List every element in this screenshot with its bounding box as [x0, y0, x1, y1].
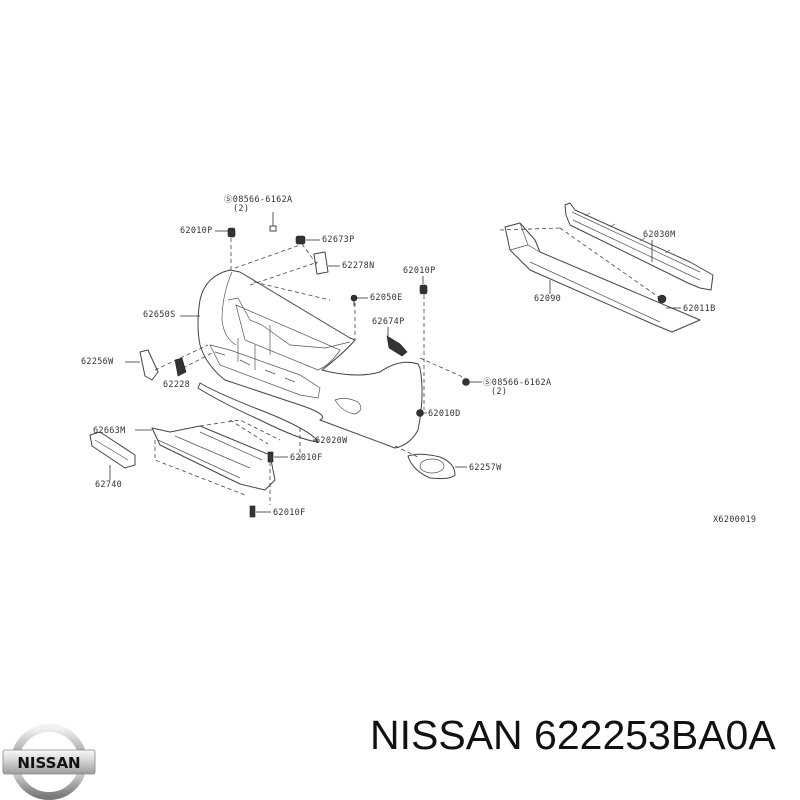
- callout-62673P: 62673P: [322, 235, 355, 245]
- callout-62010D: 62010D: [428, 409, 461, 419]
- clip-62010P-right: [419, 284, 428, 295]
- diagram-code: X6200019: [713, 515, 756, 525]
- bolt-62010D: [416, 409, 424, 417]
- screw-08566-top: [269, 212, 277, 232]
- callout-qty-right: (2): [491, 387, 507, 397]
- lower-undercover: [151, 419, 281, 496]
- callout-62278N: 62278N: [342, 261, 375, 271]
- callout-62030M: 62030M: [643, 230, 676, 240]
- bolt-62050E: [350, 294, 358, 306]
- callout-62020W: 62020W: [315, 436, 348, 446]
- bolt-62010F-lower: [249, 505, 256, 518]
- callout-62228: 62228: [163, 380, 190, 390]
- callout-62257W: 62257W: [469, 463, 502, 473]
- callout-62011B: 62011B: [683, 304, 716, 314]
- callout-62010F-lower: 62010F: [273, 508, 306, 518]
- callout-62010P-right: 62010P: [403, 266, 436, 276]
- logo-bar: [2, 749, 96, 775]
- callout-62650S: 62650S: [143, 310, 176, 320]
- brackets: [139, 251, 408, 381]
- fasteners: [227, 212, 667, 518]
- callout-08566-6162A-top: Ⓢ08566-6162A: [224, 195, 292, 205]
- part-number-caption: NISSAN 622253BA0A: [370, 712, 776, 758]
- fog-lamp-finisher: [407, 453, 456, 480]
- callout-62090: 62090: [534, 294, 561, 304]
- callout-labels: Ⓢ08566-6162A (2) 62010P 62673P 62278N 62…: [81, 195, 756, 525]
- nut-62011B: [657, 294, 667, 304]
- nut-62673P: [295, 235, 306, 245]
- callout-62256W: 62256W: [81, 357, 114, 367]
- reinforcement-62030M: [564, 202, 714, 291]
- callout-08566-6162A-right: Ⓢ08566-6162A: [483, 378, 551, 388]
- callout-62050E: 62050E: [370, 293, 403, 303]
- callout-qty-top: (2): [233, 204, 249, 214]
- callout-62740: 62740: [95, 480, 122, 490]
- callout-62663M: 62663M: [93, 426, 126, 436]
- nissan-logo: NISSAN: [2, 724, 96, 800]
- logo-text: NISSAN: [17, 754, 80, 772]
- bumper-cover: [197, 269, 423, 449]
- callout-62010P-left: 62010P: [180, 226, 213, 236]
- screw-08566-right: [462, 378, 470, 386]
- absorber-62090: [504, 222, 701, 333]
- side-bracket-62740: [89, 431, 136, 469]
- assembly-lines: [154, 227, 661, 505]
- callout-62674P: 62674P: [372, 317, 405, 327]
- callout-62010F-upper: 62010F: [290, 453, 323, 463]
- leader-lines: [109, 230, 681, 513]
- clip-62010P-left: [227, 227, 236, 238]
